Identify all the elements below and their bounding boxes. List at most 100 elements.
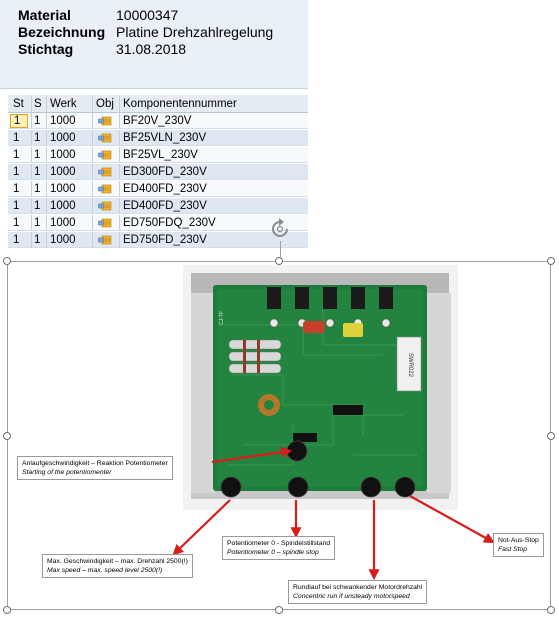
- cell-s: 1: [34, 149, 41, 161]
- cell-komponentennummer[interactable]: ED400FD_230V: [123, 200, 207, 212]
- resize-handle-r[interactable]: [547, 432, 555, 440]
- column-divider: [31, 95, 32, 112]
- note-anlauf: Anlaufgeschwindigkeit – Reaktion Potenti…: [17, 456, 173, 480]
- column-divider: [31, 181, 32, 196]
- cell-werk: 1000: [50, 132, 76, 144]
- cell-s: 1: [34, 183, 41, 195]
- object-type-icon[interactable]: [98, 167, 112, 177]
- note-rundlauf-de: Rundlauf bei schwankender Motordrehzahl: [293, 584, 423, 591]
- poti-spindle-stop: [287, 476, 309, 498]
- cell-komponentennummer[interactable]: ED300FD_230V: [123, 166, 207, 178]
- column-divider: [92, 130, 93, 145]
- stichtag-label: Stichtag: [18, 41, 74, 57]
- col-komponentennummer[interactable]: Komponentennummer: [123, 98, 237, 110]
- column-divider: [119, 215, 120, 230]
- cell-komponentennummer[interactable]: BF25VLN_230V: [123, 132, 207, 144]
- cell-st[interactable]: 1: [13, 166, 20, 178]
- resize-handle-l[interactable]: [3, 432, 11, 440]
- column-divider: [46, 147, 47, 162]
- column-divider: [31, 164, 32, 179]
- object-type-icon[interactable]: [98, 218, 112, 228]
- cell-st[interactable]: 1: [13, 132, 20, 144]
- col-werk[interactable]: Werk: [50, 98, 77, 110]
- column-divider: [46, 130, 47, 145]
- cell-komponentennummer[interactable]: ED750FD_230V: [123, 234, 207, 246]
- rotate-connector: [280, 241, 281, 259]
- column-divider: [46, 198, 47, 213]
- resize-handle-bl[interactable]: [3, 606, 11, 614]
- cell-komponentennummer[interactable]: ED400FD_230V: [123, 183, 207, 195]
- col-st[interactable]: St: [13, 98, 24, 110]
- cell-werk: 1000: [50, 234, 76, 246]
- cell-komponentennummer[interactable]: ED750FDQ_230V: [123, 217, 216, 229]
- cell-komponentennummer[interactable]: BF20V_230V: [123, 115, 192, 127]
- col-s[interactable]: S: [34, 98, 42, 110]
- cell-werk: 1000: [50, 115, 76, 127]
- cell-st[interactable]: 1: [13, 217, 20, 229]
- column-divider: [119, 198, 120, 213]
- object-type-icon[interactable]: [98, 235, 112, 245]
- cell-st[interactable]: 1: [13, 183, 20, 195]
- bezeichnung-value: Platine Drehzahlregelung: [116, 24, 274, 40]
- col-obj[interactable]: Obj: [96, 98, 114, 110]
- cell-s: 1: [34, 166, 41, 178]
- poti-max-speed: [220, 476, 242, 498]
- stichtag-value: 31.08.2018: [116, 41, 187, 57]
- cell-st[interactable]: 1: [13, 149, 20, 161]
- table-row[interactable]: 1 1 1000 ED300FD_230V: [8, 164, 308, 180]
- column-divider: [31, 147, 32, 162]
- object-type-icon[interactable]: [98, 116, 112, 126]
- note-max-en: Max speed – max. speed level 2500(!): [47, 567, 163, 574]
- note-rundlauf: Rundlauf bei schwankender Motordrehzahl …: [288, 580, 428, 604]
- object-type-icon[interactable]: [98, 201, 112, 211]
- resize-handle-br[interactable]: [547, 606, 555, 614]
- object-type-icon[interactable]: [98, 184, 112, 194]
- pcb-photo: SWR022 CJ-TF: [183, 265, 458, 510]
- column-divider: [31, 113, 32, 128]
- note-max-speed: Max. Geschwindigkeit – max. Drehzahl 250…: [42, 554, 193, 578]
- rotate-handle-icon[interactable]: [268, 217, 292, 241]
- column-divider: [46, 164, 47, 179]
- cell-s: 1: [34, 115, 41, 127]
- resize-handle-tr[interactable]: [547, 257, 555, 265]
- cell-werk: 1000: [50, 166, 76, 178]
- column-divider: [119, 95, 120, 112]
- column-divider: [92, 232, 93, 247]
- object-type-icon[interactable]: [98, 133, 112, 143]
- column-divider: [46, 215, 47, 230]
- material-header: Material 10000347 Bezeichnung Platine Dr…: [0, 0, 308, 89]
- cell-s: 1: [34, 217, 41, 229]
- note-poti-de: Potentiometer 0 - Spindelstillstand: [227, 540, 331, 547]
- note-notaus-en: Fast Stop: [498, 546, 528, 553]
- cell-komponentennummer[interactable]: BF25VL_230V: [123, 149, 198, 161]
- column-divider: [92, 181, 93, 196]
- column-divider: [119, 147, 120, 162]
- resize-handle-tl[interactable]: [3, 257, 11, 265]
- resize-handle-t[interactable]: [275, 257, 283, 265]
- board-label: CJ-TF: [219, 311, 225, 325]
- poti-rundlauf: [360, 476, 382, 498]
- material-label: Material: [18, 7, 71, 23]
- resize-handle-b[interactable]: [275, 606, 283, 614]
- column-divider: [92, 147, 93, 162]
- object-type-icon[interactable]: [98, 150, 112, 160]
- column-divider: [46, 95, 47, 112]
- cell-werk: 1000: [50, 149, 76, 161]
- column-divider: [92, 198, 93, 213]
- bezeichnung-label: Bezeichnung: [18, 24, 106, 40]
- poti-fast-stop: [394, 476, 416, 498]
- cell-st[interactable]: 1: [13, 200, 20, 212]
- table-row[interactable]: 1 1 1000 BF25VL_230V: [8, 147, 308, 163]
- column-divider: [119, 113, 120, 128]
- cell-st[interactable]: 1: [13, 234, 20, 246]
- note-notaus-de: Not-Aus-Stop: [498, 537, 539, 544]
- column-divider: [46, 181, 47, 196]
- cell-st[interactable]: 1: [10, 114, 28, 128]
